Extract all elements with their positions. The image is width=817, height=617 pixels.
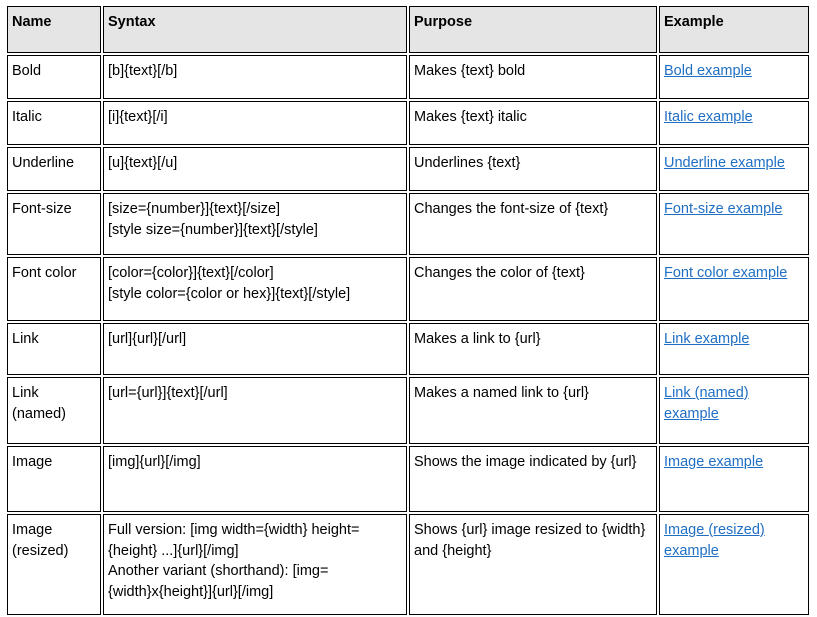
purpose-line: Makes a named link to {url} (414, 385, 589, 401)
cell-purpose: Makes a link to {url} (409, 323, 657, 375)
cell-syntax: [u]{text}[/u] (103, 147, 407, 191)
syntax-line: [i]{text}[/i] (108, 109, 168, 125)
example-link[interactable]: Font-size example (664, 201, 783, 217)
cell-example: Italic example (659, 101, 809, 145)
tag-name-text: Font color (12, 265, 77, 281)
column-header-purpose: Purpose (409, 6, 657, 53)
cell-purpose: Makes {text} bold (409, 55, 657, 99)
purpose-line: Makes a link to {url} (414, 331, 541, 347)
purpose-line: Makes {text} italic (414, 109, 527, 125)
purpose-line: Changes the color of {text} (414, 265, 585, 281)
purpose-line: Makes {text} bold (414, 63, 526, 79)
table-row: Italic [i]{text}[/i] Makes {text} italic It… (7, 101, 809, 145)
cell-name: Underline (7, 147, 101, 191)
cell-syntax: [i]{text}[/i] (103, 101, 407, 145)
table-row: Underline [u]{text}[/u] Underlines {text} U… (7, 147, 809, 191)
cell-syntax: [url]{url}[/url] (103, 323, 407, 375)
cell-name: Link (named) (7, 377, 101, 444)
syntax-line: [b]{text}[/b] (108, 63, 178, 79)
cell-syntax: [size={number}]{text}[/size] [style size=… (103, 193, 407, 255)
syntax-line: [color={color}]{text}[/color] (108, 265, 274, 281)
purpose-line: Underlines {text} (414, 155, 521, 171)
cell-purpose: Makes {text} italic (409, 101, 657, 145)
example-link[interactable]: Underline example (664, 155, 785, 171)
table-row: Bold [b]{text}[/b] Makes {text} bold Bold e… (7, 55, 809, 99)
syntax-line: [img]{url}[/img] (108, 454, 201, 470)
purpose-line: Changes the font-size of {text} (414, 201, 609, 217)
cell-syntax: [img]{url}[/img] (103, 446, 407, 512)
cell-syntax: Full version: [img width={width} height=… (103, 514, 407, 615)
example-link[interactable]: Link (named) example (664, 385, 749, 422)
cell-example: Font-size example (659, 193, 809, 255)
table-row: Image [img]{url}[/img] Shows the image ind… (7, 446, 809, 512)
column-header-syntax: Syntax (103, 6, 407, 53)
cell-purpose: Changes the font-size of {text} (409, 193, 657, 255)
cell-purpose: Underlines {text} (409, 147, 657, 191)
cell-purpose: Makes a named link to {url} (409, 377, 657, 444)
cell-purpose: Shows the image indicated by {url} (409, 446, 657, 512)
purpose-line: Shows {url} image resized to {width} and… (414, 522, 650, 559)
example-link[interactable]: Bold example (664, 63, 752, 79)
syntax-line: [style color={color or hex}]{text}[/styl… (108, 285, 351, 302)
bbcode-syntax-table: Name Syntax Purpose Example Bold [b]{text… (5, 4, 811, 617)
cell-name: Font-size (7, 193, 101, 255)
example-link[interactable]: Image (resized) example (664, 522, 765, 559)
cell-example: Image (resized) example (659, 514, 809, 615)
purpose-line: Shows the image indicated by {url} (414, 454, 637, 470)
cell-example: Image example (659, 446, 809, 512)
cell-example: Bold example (659, 55, 809, 99)
table-header: Name Syntax Purpose Example (7, 6, 809, 53)
tag-name-text: Italic (12, 109, 42, 125)
table-row: Image (resized) Full version: [img width=… (7, 514, 809, 615)
syntax-line: [url]{url}[/url] (108, 331, 187, 347)
cell-example: Link (named) example (659, 377, 809, 444)
cell-example: Link example (659, 323, 809, 375)
tag-name-text: Underline (12, 155, 75, 171)
example-link[interactable]: Image example (664, 454, 764, 470)
page-root: Name Syntax Purpose Example Bold [b]{text… (7, 6, 809, 615)
syntax-line: [size={number}]{text}[/size] (108, 201, 281, 217)
tag-name-text: Image (resized) (12, 522, 69, 559)
table-header-row: Name Syntax Purpose Example (7, 6, 809, 53)
cell-syntax: [color={color}]{text}[/color] [style colo… (103, 257, 407, 321)
example-link[interactable]: Italic example (664, 109, 753, 125)
cell-name: Italic (7, 101, 101, 145)
example-link[interactable]: Link example (664, 331, 750, 347)
cell-purpose: Shows {url} image resized to {width} and… (409, 514, 657, 615)
column-header-name: Name (7, 6, 101, 53)
column-header-example: Example (659, 6, 809, 53)
cell-name: Link (7, 323, 101, 375)
syntax-line: Another variant (shorthand): [img={width… (108, 563, 329, 600)
tag-name-text: Link (named) (12, 385, 66, 422)
tag-name-text: Link (12, 331, 39, 347)
example-link[interactable]: Font color example (664, 265, 788, 281)
syntax-line: Full version: [img width={width} height=… (108, 522, 360, 559)
table-row: Font color[color={color}]{text}[/color][… (7, 257, 809, 321)
syntax-line: [style size={number}]{text}[/style] (108, 221, 318, 238)
cell-example: Underline example (659, 147, 809, 191)
syntax-line: [u]{text}[/u] (108, 155, 178, 171)
table-row: Link [url]{url}[/url] Makes a link to {url… (7, 323, 809, 375)
syntax-line: [url={url}]{text}[/url] (108, 385, 228, 401)
tag-name-text: Image (12, 454, 53, 470)
table-body: Bold [b]{text}[/b] Makes {text} bold Bold e… (7, 55, 809, 615)
cell-name: Image (resized) (7, 514, 101, 615)
cell-name: Font color (7, 257, 101, 321)
table-row: Link (named) [url={url}]{text}[/url] Makes… (7, 377, 809, 444)
cell-purpose: Changes the color of {text} (409, 257, 657, 321)
table-row: Font-size [size={number}]{text}[/size] [st… (7, 193, 809, 255)
cell-name: Image (7, 446, 101, 512)
cell-syntax: [b]{text}[/b] (103, 55, 407, 99)
tag-name-text: Bold (12, 63, 42, 79)
cell-example: Font color example (659, 257, 809, 321)
cell-name: Bold (7, 55, 101, 99)
tag-name-text: Font-size (12, 201, 72, 217)
cell-syntax: [url={url}]{text}[/url] (103, 377, 407, 444)
